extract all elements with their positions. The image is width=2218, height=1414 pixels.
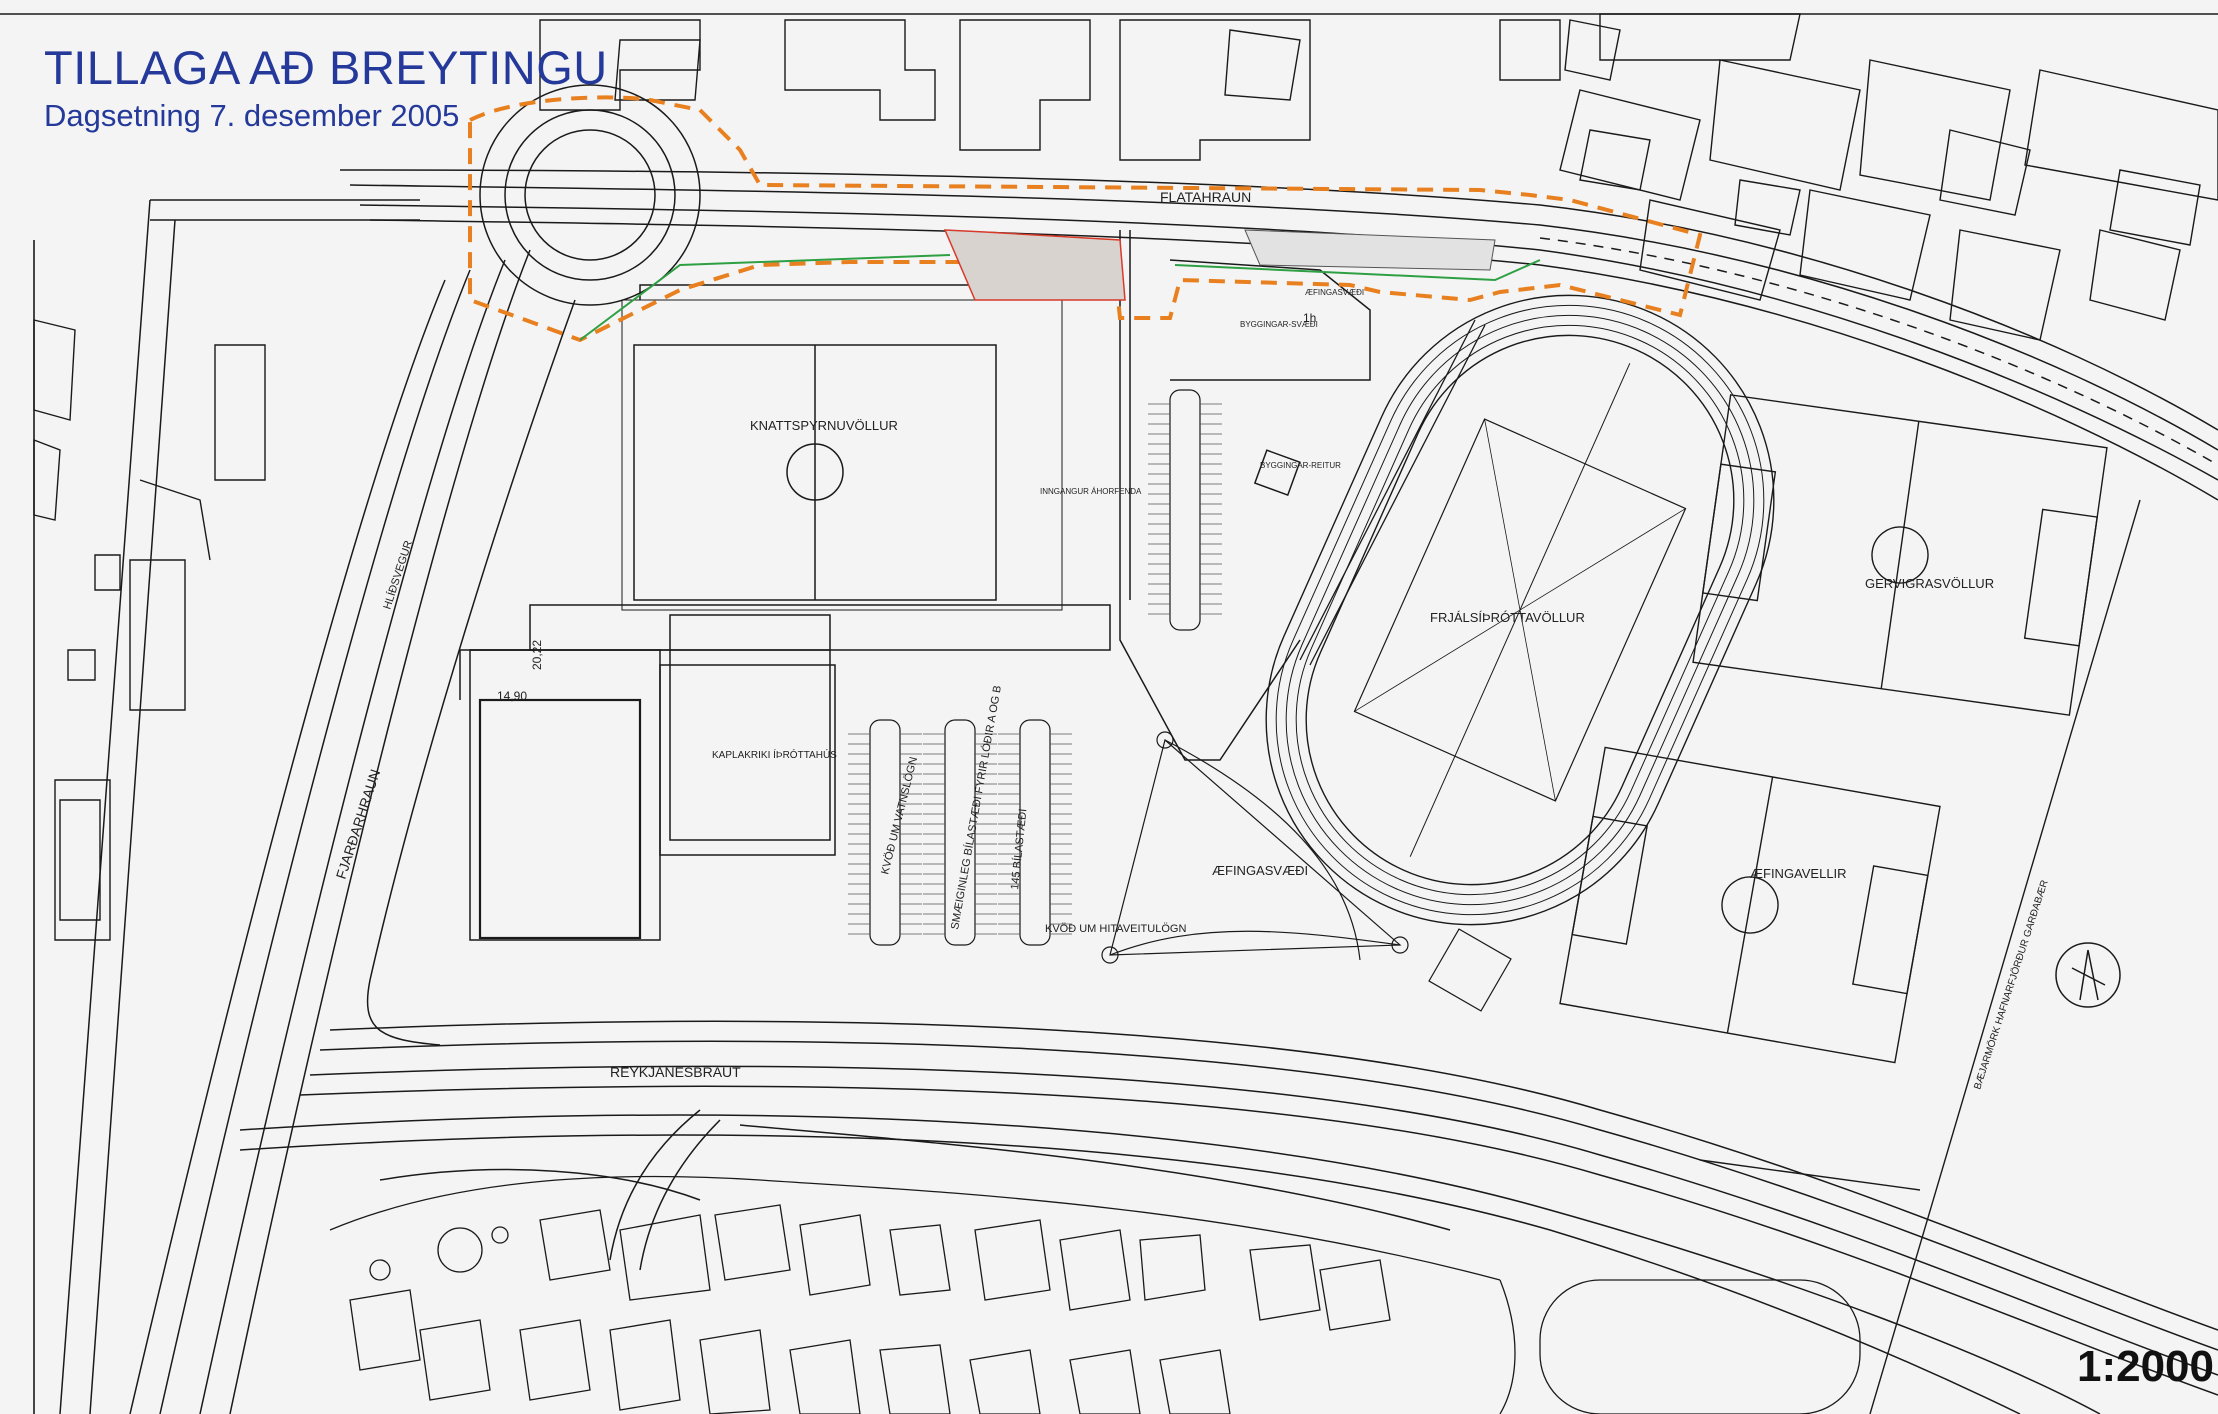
label-byggingarsvaedi: BYGGINGAR-SVÆÐI <box>1240 320 1318 329</box>
parking-rows <box>869 389 1201 946</box>
athletics-track <box>1265 294 1775 926</box>
label-aefingavellir: ÆFINGAVELLIR <box>1750 866 1847 881</box>
parking-stall-lines <box>848 403 1222 935</box>
residential-houses <box>329 1175 1861 1414</box>
label-flatahraun: FLATAHRAUN <box>1160 189 1251 205</box>
pitch-aefingavellir <box>1559 746 1941 1064</box>
buildings-west <box>33 319 266 941</box>
label-inngangur: INNGANGUR ÁHORFENDA <box>1040 487 1142 496</box>
plan-boundary <box>468 95 1703 343</box>
road-network <box>59 84 2218 1414</box>
label-reykjanesbraut: REYKJANESBRAUT <box>610 1064 741 1080</box>
drawing-frame <box>0 13 2218 1414</box>
label-knattspyrnuvollur: KNATTSPYRNUVÖLLUR <box>750 418 898 433</box>
label-aefingasvaedi-top: ÆFINGASVÆÐI <box>1305 288 1364 297</box>
label-kaplakriki: KAPLAKRIKI ÍÞRÓTTAHÚS <box>712 748 837 761</box>
label-dim-1490: 14,90 <box>497 689 527 703</box>
scale-label: 1:2000 <box>2076 1342 2214 1391</box>
throwing-field <box>1101 731 1512 1012</box>
label-height-1h: 1h <box>1303 311 1316 325</box>
north-arrow-icon <box>2055 942 2121 1008</box>
buildings-north <box>539 13 2218 341</box>
label-kvod-hitaveitulogn: KVÖÐ UM HITAVEITULÖGN <box>1045 923 1186 935</box>
pitch-gervigras <box>1692 394 2108 716</box>
municipal-boundary <box>1699 499 2141 1414</box>
plan-date: Dagsetning 7. desember 2005 <box>44 98 460 133</box>
label-frjalsithrottavollur: FRJÁLSÍÞRÓTTAVÖLLUR <box>1430 610 1585 625</box>
label-aefingasvaedi: ÆFINGASVÆÐI <box>1212 863 1308 878</box>
label-byggingarreitur: BYGGINGAR-REITUR <box>1260 461 1341 470</box>
plan-title: TILLAGA AÐ BREYTINGU <box>44 41 608 94</box>
sports-complex <box>459 259 1371 946</box>
label-gervigrasvollur: GERVIGRASVÖLLUR <box>1865 576 1994 591</box>
label-dim-2022: 20,22 <box>530 640 544 670</box>
